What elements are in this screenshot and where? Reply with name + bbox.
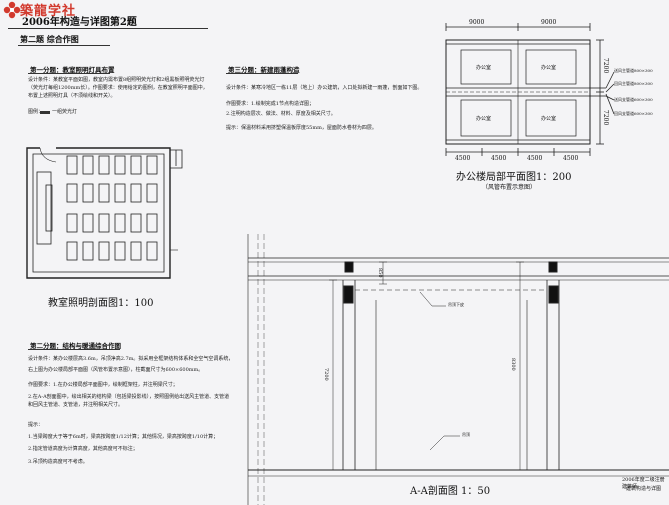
- desk: [98, 213, 110, 233]
- room-label-4: 办公室: [541, 116, 557, 122]
- footer-line-2: 建筑构造与详图: [626, 486, 662, 492]
- classroom-plan: [26, 146, 183, 279]
- structure-hint-label: 提示：: [28, 422, 44, 428]
- section-dim-top: 850: [377, 268, 383, 278]
- desk: [146, 183, 158, 203]
- desk: [98, 183, 110, 203]
- document-title: 2006年构造与详图第2题: [22, 17, 137, 28]
- plan-dim-top-1: 9000: [469, 19, 485, 26]
- desk: [114, 183, 126, 203]
- desk: [66, 213, 78, 233]
- plan-caption-sub: （风管布置示意图）: [482, 184, 537, 191]
- lighting-legend-label: 图例：: [28, 109, 44, 115]
- section-caption: A-A剖面图 1：50: [410, 486, 491, 497]
- desk: [114, 213, 126, 233]
- lighting-text: 设计条件：某教室平面如图，教室内需布置8组照明荧光灯和2组黑板照明荧光灯（荧光灯…: [28, 77, 208, 99]
- lighting-caption: 教室照明剖面图1：100: [48, 298, 154, 309]
- desk: [114, 241, 126, 261]
- plan-dim-bottom-3: 4500: [527, 155, 543, 162]
- canopy-text-3: 2.注明构造层次、做法、材料、厚度及相关尺寸。: [226, 111, 336, 117]
- plan-dim-top-2: 9000: [541, 19, 557, 26]
- desk: [66, 241, 78, 261]
- room-label-2: 办公室: [541, 65, 557, 71]
- canopy-text-4: 提示：保温材料采用挤塑保温板厚度55mm，屋面防水卷材为四层。: [226, 125, 377, 131]
- duct-note-4: 回风支管道600×300: [614, 111, 653, 116]
- desk: [114, 155, 126, 175]
- desk: [130, 155, 142, 175]
- desk: [130, 213, 142, 233]
- structure-text-1: 设计条件：某办公楼层高3.6m，吊顶净高2.7m。拟采用全框架结构体系和全空气空…: [28, 356, 234, 362]
- canopy-text-2: 作图要求：1.绘制完成1节点构造详图；: [226, 101, 314, 107]
- canopy-heading-rule: [226, 73, 298, 74]
- plan-dim-bottom-2: 4500: [491, 155, 507, 162]
- structure-hint-3: 3.吊顶构造高度可不考虑。: [28, 459, 88, 465]
- title-rule: [8, 28, 208, 29]
- desk: [82, 183, 94, 203]
- structure-hint-1: 1.当梁跨度大于等于6m时，梁高按跨度1/12计算；其他情况，梁高按跨度1/10…: [28, 434, 219, 440]
- desk: [130, 241, 142, 261]
- desk: [98, 241, 110, 261]
- lighting-heading: 第一分题：教室照明灯具布置: [30, 66, 115, 74]
- room-label-3: 办公室: [476, 116, 492, 122]
- fluorescent-lamp-legend-icon: [40, 111, 50, 114]
- brand-logo-icon: [2, 0, 22, 20]
- canopy-heading: 第三分题：新建雨蓬构造: [228, 66, 300, 74]
- desk: [98, 155, 110, 175]
- structure-hint-2: 2.指定管道高度为计算高度，其他高度可不标注；: [28, 446, 138, 452]
- room-label-1: 办公室: [476, 65, 492, 71]
- desk: [146, 241, 158, 261]
- duct-note-1: 送风主管道800×300: [614, 68, 653, 73]
- desk: [66, 183, 78, 203]
- canopy-text-1: 设计条件：某寒冷地区一栋11层（地上）办公建筑，入口处拟新建一雨蓬，剖面如下图。: [226, 85, 423, 91]
- plan-dim-bottom-4: 4500: [563, 155, 579, 162]
- structure-text-2: 右上图为办公楼局部平面图（风管布置示意图），柱截面尺寸为600×600mm。: [28, 367, 204, 373]
- desk: [146, 213, 158, 233]
- duct-note-3: 送风支管道600×300: [614, 97, 653, 102]
- desk: [66, 155, 78, 175]
- section-tag-2: 吊顶: [462, 432, 470, 437]
- desk: [82, 213, 94, 233]
- plan-dim-right-2: 7200: [602, 110, 609, 126]
- desk: [146, 155, 158, 175]
- plan-dim-bottom-1: 4500: [455, 155, 471, 162]
- desk: [130, 183, 142, 203]
- footer-line-1: 2006年度二级注册建筑师: [622, 477, 665, 490]
- structure-heading-rule: [28, 349, 120, 350]
- duct-note-2: 回风主管道800×300: [614, 81, 653, 86]
- subtitle-rule: [18, 45, 110, 46]
- structure-text-4: 2.在A-A剖面图中，绘出相关的结构梁（包括梁投影线），按照图例给出送风主管道、…: [28, 394, 230, 408]
- plan-caption: 办公楼局部平面图1：200: [456, 172, 572, 183]
- plan-dim-right-1: 7200: [602, 58, 609, 74]
- section-dim-right: 8300: [510, 358, 516, 371]
- section-aa-drawing: [247, 234, 669, 505]
- section-tag-1: 吊顶下皮: [448, 302, 464, 307]
- structure-heading: 第二分题：结构与暖通综合作图: [30, 342, 121, 350]
- lighting-legend-name: 一组荧光灯: [52, 109, 78, 115]
- desk: [82, 155, 94, 175]
- section-dim-left: 7200: [323, 368, 329, 381]
- lighting-heading-rule: [28, 73, 110, 74]
- section-subtitle: 第二题 综合作图: [20, 34, 79, 44]
- structure-text-3: 作图要求：1.在办公楼局部平面图中，绘制框架柱，并注明梁尺寸；: [28, 382, 178, 388]
- brand-name: 築龍学社: [20, 4, 77, 19]
- desk: [82, 241, 94, 261]
- office-plan: [445, 23, 615, 156]
